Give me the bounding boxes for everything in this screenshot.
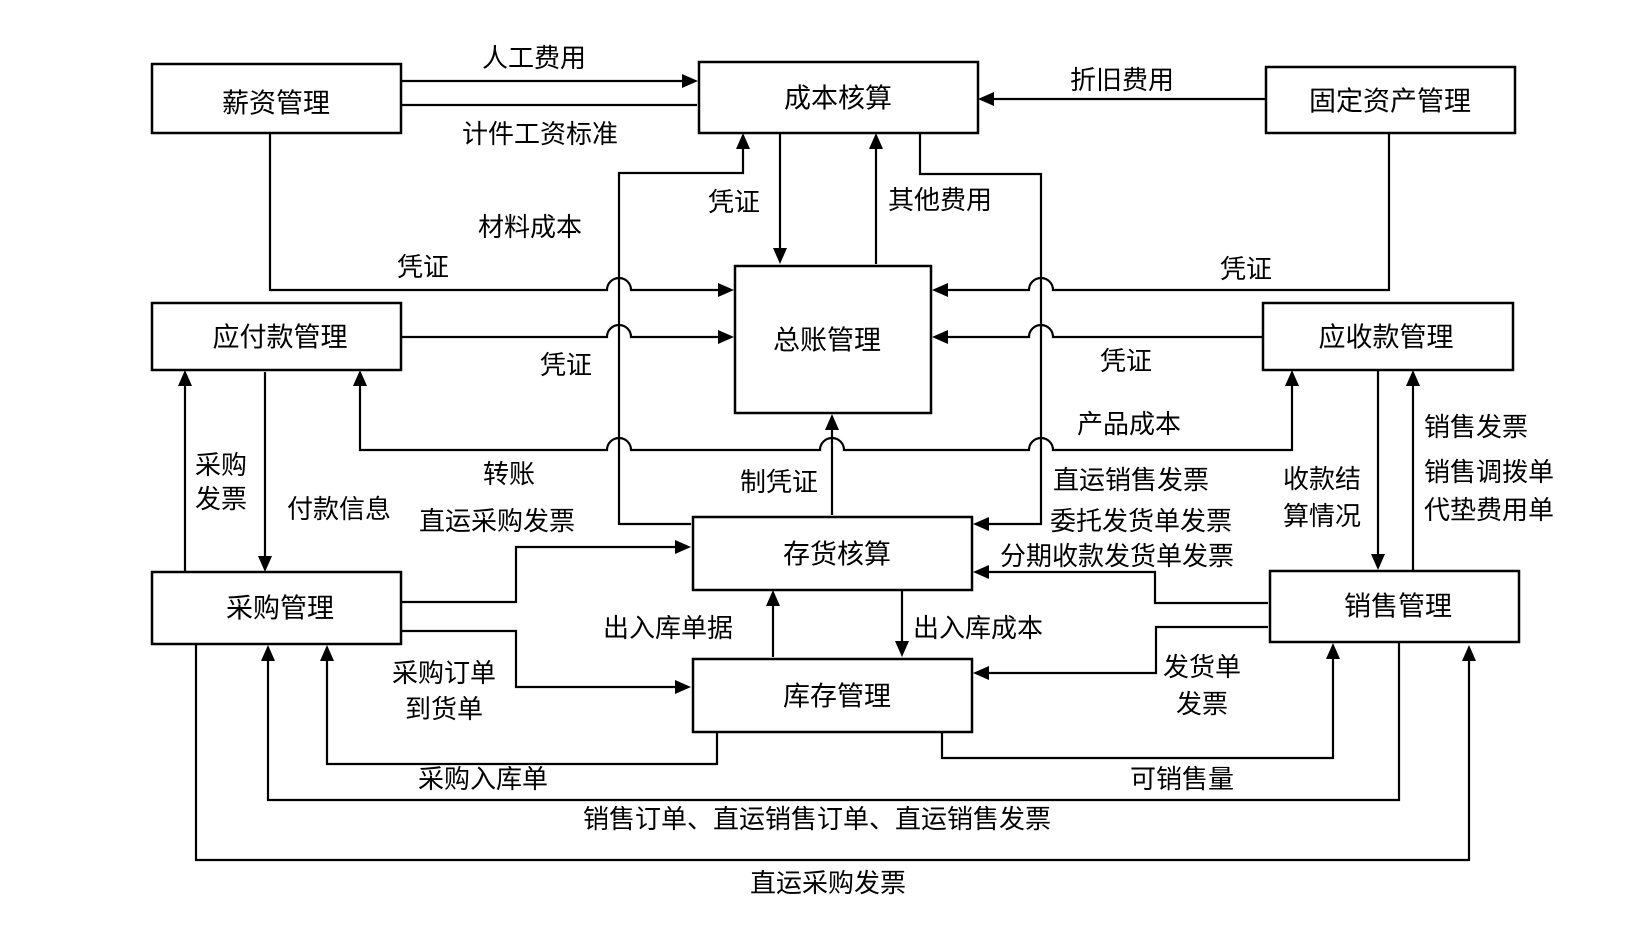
label-delivery-1: 发货单 bbox=[1163, 653, 1241, 683]
arrow-head bbox=[682, 74, 698, 88]
label-purchase-invoice-2: 发票 bbox=[195, 485, 247, 515]
label-direct-sales-invoice: 直运销售发票 bbox=[1053, 466, 1209, 496]
module-sales[interactable]: 销售管理 bbox=[1268, 569, 1521, 644]
label-labor-cost: 人工费用 bbox=[482, 44, 586, 74]
arrow-head bbox=[718, 283, 734, 297]
module-label: 成本核算 bbox=[784, 84, 892, 115]
arrow-head bbox=[973, 666, 989, 680]
arrow-head bbox=[895, 641, 909, 657]
flow-installment-invoice bbox=[989, 570, 1268, 605]
module-purchase[interactable]: 采购管理 bbox=[150, 570, 403, 646]
label-io-cost: 出入库成本 bbox=[913, 614, 1043, 644]
flow-purchase-order bbox=[401, 629, 675, 689]
flow-voucher-salary bbox=[268, 133, 718, 292]
arrow-head bbox=[932, 283, 948, 297]
arrow-head bbox=[261, 645, 275, 661]
arrow-head bbox=[178, 370, 192, 386]
arrow-head bbox=[258, 556, 272, 572]
arrow-head bbox=[353, 370, 367, 386]
arrow-head bbox=[973, 565, 989, 579]
label-sales-transfer: 销售调拨单 bbox=[1424, 458, 1554, 488]
label-material-cost: 材料成本 bbox=[478, 213, 582, 243]
arrow-head bbox=[1462, 645, 1476, 661]
label-voucher-fixed: 凭证 bbox=[1220, 255, 1272, 285]
label-voucher-cost: 凭证 bbox=[708, 188, 760, 218]
label-po-1: 采购订单 bbox=[392, 659, 496, 689]
module-general-ledger[interactable]: 总账管理 bbox=[733, 264, 933, 415]
label-saleable-qty: 可销售量 bbox=[1130, 765, 1234, 795]
label-settlement-2: 算情况 bbox=[1283, 502, 1361, 532]
label-direct-purchase-invoice: 直运采购发票 bbox=[419, 507, 575, 537]
connectors bbox=[178, 74, 1476, 862]
module-label: 销售管理 bbox=[1344, 592, 1452, 623]
module-label: 总账管理 bbox=[773, 326, 881, 357]
label-make-voucher: 制凭证 bbox=[740, 468, 818, 498]
arrow-head bbox=[932, 330, 948, 344]
arrow-head bbox=[718, 330, 734, 344]
module-salary[interactable]: 薪资管理 bbox=[150, 62, 403, 135]
label-direct-purchase-bottom: 直运采购发票 bbox=[750, 869, 906, 899]
module-cost-accounting[interactable]: 成本核算 bbox=[697, 60, 980, 135]
label-voucher-receivable: 凭证 bbox=[1100, 347, 1152, 377]
label-product-cost: 产品成本 bbox=[1077, 410, 1181, 440]
flow-voucher-payable bbox=[401, 323, 718, 339]
flow-delivery bbox=[989, 625, 1268, 675]
arrow-head bbox=[675, 540, 691, 554]
flow-saleable-qty bbox=[940, 659, 1335, 760]
flow-voucher-receivable bbox=[948, 323, 1263, 339]
label-sales-orders: 销售订单、直运销售订单、直运销售发票 bbox=[583, 805, 1051, 835]
label-transfer: 转账 bbox=[483, 460, 535, 490]
arrow-head bbox=[736, 133, 750, 149]
module-receivable[interactable]: 应收款管理 bbox=[1261, 301, 1515, 372]
label-purchase-invoice-1: 采购 bbox=[195, 451, 247, 481]
flow-direct-purchase-bottom bbox=[194, 645, 1471, 862]
module-label: 应付款管理 bbox=[213, 323, 348, 354]
arrow-head bbox=[1406, 370, 1420, 386]
flow-sales-orders bbox=[266, 643, 1401, 802]
flow-material-cost bbox=[617, 149, 745, 526]
label-payment-info: 付款信息 bbox=[287, 495, 391, 525]
module-label: 库存管理 bbox=[783, 682, 891, 713]
arrow-head bbox=[869, 133, 883, 149]
arrow-head bbox=[320, 645, 334, 661]
module-label: 应收款管理 bbox=[1319, 323, 1454, 354]
flow-direct-purchase-invoice bbox=[401, 545, 675, 604]
module-stock[interactable]: 库存管理 bbox=[691, 657, 974, 734]
label-other-expense: 其他费用 bbox=[888, 186, 992, 216]
label-po-2: 到货单 bbox=[405, 695, 483, 725]
label-settlement-1: 收款结 bbox=[1283, 465, 1361, 495]
flow-purchase-receipt bbox=[325, 661, 719, 766]
arrow-head bbox=[1371, 554, 1385, 570]
label-voucher-payable: 凭证 bbox=[540, 351, 592, 381]
arrow-head bbox=[675, 680, 691, 694]
arrow-head bbox=[773, 248, 787, 264]
label-installment-invoice: 分期收款发货单发票 bbox=[1000, 542, 1234, 572]
arrow-head bbox=[973, 517, 989, 531]
label-purchase-receipt: 采购入库单 bbox=[418, 765, 548, 795]
arrow-head bbox=[1285, 370, 1299, 386]
label-delivery-2: 发票 bbox=[1176, 690, 1228, 720]
module-fixed-assets[interactable]: 固定资产管理 bbox=[1264, 65, 1517, 135]
module-inventory-accounting[interactable]: 存货核算 bbox=[691, 515, 974, 592]
label-depreciation: 折旧费用 bbox=[1070, 66, 1174, 96]
label-piece-wage: 计件工资标准 bbox=[462, 120, 618, 150]
module-payable[interactable]: 应付款管理 bbox=[150, 301, 403, 372]
flow-labels: 人工费用 计件工资标准 折旧费用 材料成本 凭证 凭证 其他费用 凭证 凭证 凭… bbox=[195, 44, 1554, 899]
label-io-docs: 出入库单据 bbox=[603, 614, 733, 644]
label-sales-invoice: 销售发票 bbox=[1424, 413, 1528, 443]
label-advance-expense: 代垫费用单 bbox=[1424, 496, 1554, 526]
label-voucher-salary: 凭证 bbox=[397, 253, 449, 283]
arrow-head bbox=[978, 92, 994, 106]
flow-cost-to-inventory bbox=[918, 133, 1043, 526]
module-label: 固定资产管理 bbox=[1309, 87, 1471, 118]
flow-voucher-fixed bbox=[948, 133, 1391, 292]
module-label: 采购管理 bbox=[226, 594, 334, 625]
arrow-head bbox=[1326, 643, 1340, 659]
arrow-head bbox=[766, 590, 780, 606]
module-label: 存货核算 bbox=[783, 540, 891, 571]
label-consign-invoice: 委托发货单发票 bbox=[1050, 507, 1232, 537]
module-label: 薪资管理 bbox=[222, 89, 330, 120]
arrow-head bbox=[825, 414, 839, 430]
